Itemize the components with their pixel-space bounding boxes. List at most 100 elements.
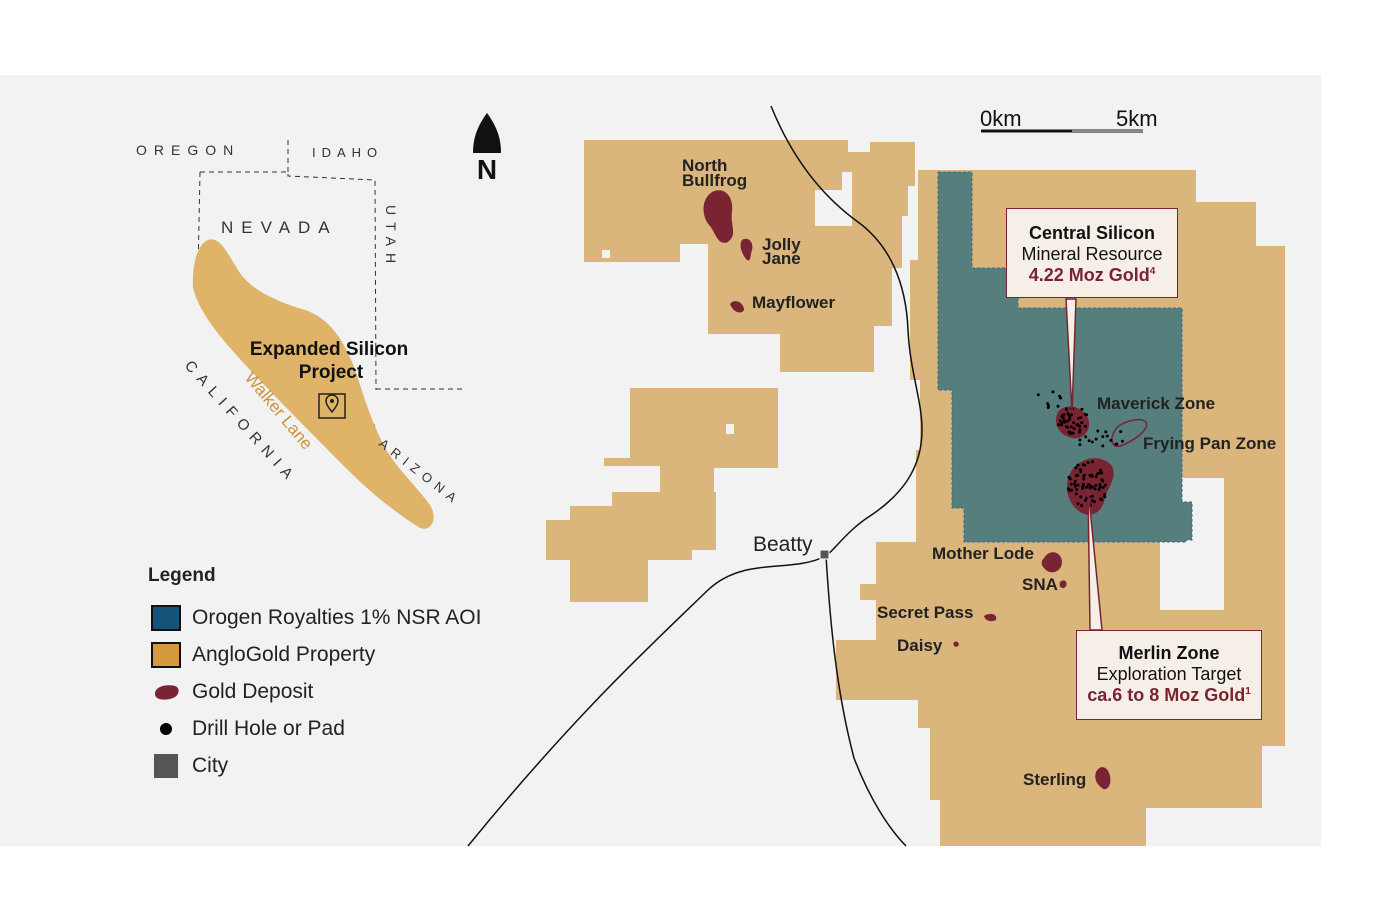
deposit-secret-pass <box>984 613 997 622</box>
drill-hole <box>1098 483 1102 487</box>
drill-hole <box>1098 471 1102 475</box>
drill-hole <box>1066 412 1070 415</box>
drill-hole <box>1114 442 1118 446</box>
drill-hole <box>1119 430 1123 434</box>
property-west-block-1 <box>604 388 778 492</box>
drill-hole <box>1073 479 1077 483</box>
label-mayflower: Mayflower <box>752 293 836 312</box>
drill-hole <box>1078 443 1082 447</box>
inset-map: OREGON IDAHO NEVADA UTAH CALIFORNIA ARIZ… <box>136 140 465 529</box>
drill-hole <box>1101 444 1105 448</box>
nevada-border <box>200 171 377 391</box>
deposit-mother-lode <box>1041 552 1062 573</box>
label-frying-pan: Frying Pan Zone <box>1143 434 1276 453</box>
drill-hole <box>1094 437 1098 441</box>
drill-hole <box>1099 468 1103 472</box>
drill-hole <box>1100 478 1104 482</box>
legend-item-aoi: Orogen Royalties 1% NSR AOI <box>148 599 481 636</box>
drill-hole <box>1101 435 1105 439</box>
drill-hole <box>1084 425 1087 428</box>
drill-hole <box>1090 473 1094 477</box>
drill-hole <box>1078 438 1082 442</box>
drill-hole <box>1076 473 1080 477</box>
drill-hole <box>1062 419 1066 423</box>
drill-hole <box>1056 423 1060 427</box>
drill-hole <box>1090 440 1094 444</box>
central-callout-value: 4.22 Moz Gold4 <box>1007 265 1177 286</box>
central-callout-title: Central Silicon <box>1028 223 1156 243</box>
drill-hole <box>1082 477 1086 481</box>
merlin-callout-title: Merlin Zone <box>1118 643 1220 663</box>
drill-hole <box>1073 484 1077 488</box>
blue-square-icon <box>151 604 181 631</box>
drill-hole <box>1065 407 1069 411</box>
deposit-blob-icon <box>155 684 179 700</box>
drill-hole <box>1036 393 1040 397</box>
property-west-block-2 <box>546 492 716 602</box>
deposit-sterling <box>1095 767 1111 790</box>
state-label-utah: UTAH <box>383 205 399 270</box>
drill-hole <box>1105 434 1109 438</box>
state-label-oregon: OREGON <box>136 142 240 158</box>
label-secret-pass: Secret Pass <box>877 603 973 622</box>
drill-hole <box>1067 487 1070 491</box>
drill-hole <box>1056 404 1060 408</box>
drill-hole <box>1104 430 1108 434</box>
label-north-bullfrog-1: North <box>682 156 727 175</box>
gold-square-icon <box>151 641 181 668</box>
drill-hole <box>1046 406 1050 409</box>
deposit-frying-pan <box>1111 418 1148 448</box>
drill-hole <box>1078 424 1082 428</box>
drill-hole <box>1071 431 1075 435</box>
drill-hole <box>1046 402 1050 406</box>
deposit-north-bullfrog <box>703 190 734 243</box>
label-maverick: Maverick Zone <box>1097 394 1215 413</box>
drill-hole <box>1072 421 1076 425</box>
drill-hole <box>1087 439 1091 443</box>
drill-hole <box>1059 396 1063 400</box>
drill-hole <box>1060 421 1064 425</box>
drill-hole <box>1096 429 1100 433</box>
drill-hole <box>1094 483 1098 487</box>
north-letter: N <box>477 154 497 185</box>
drill-hole <box>1069 425 1073 429</box>
road-southwest <box>467 555 827 847</box>
drill-hole <box>1078 428 1082 432</box>
drill-hole <box>1066 426 1070 429</box>
merlin-callout-note: 1 <box>1245 686 1251 697</box>
road-south <box>825 555 907 847</box>
legend-label-drill: Drill Hole or Pad <box>192 716 345 740</box>
drill-hole <box>1083 463 1087 467</box>
central-callout-subtitle: Mineral Resource <box>1021 244 1163 264</box>
legend-label-deposit: Gold Deposit <box>192 679 314 703</box>
drill-hole <box>1079 416 1083 420</box>
central-callout-leader <box>1065 298 1077 413</box>
drill-hole <box>1093 487 1097 491</box>
state-label-idaho: IDAHO <box>312 145 383 160</box>
deposit-daisy <box>953 641 959 647</box>
deposit-labels: North Bullfrog Jolly Jane Mayflower Mave… <box>682 156 1276 789</box>
roads <box>467 105 923 847</box>
merlin-callout-value: ca.6 to 8 Moz Gold1 <box>1077 685 1261 706</box>
dot-icon <box>160 722 172 735</box>
central-callout-value-text: 4.22 Moz Gold <box>1028 265 1150 285</box>
legend-item-property: AngloGold Property <box>148 636 481 673</box>
drill-hole <box>1083 412 1087 416</box>
drill-hole <box>1068 417 1072 421</box>
label-jolly-jane-1: Jolly <box>762 235 801 254</box>
city-marker <box>819 549 830 560</box>
legend-item-deposit: Gold Deposit <box>148 673 481 710</box>
label-north-bullfrog-2: Bullfrog <box>682 171 747 190</box>
label-jolly-jane-2: Jane <box>762 249 801 268</box>
drill-hole <box>1061 416 1065 420</box>
city-label-beatty: Beatty <box>753 533 813 556</box>
drill-hole <box>1088 473 1092 477</box>
label-mother-lode: Mother Lode <box>932 544 1034 563</box>
drill-hole <box>1093 500 1096 504</box>
drill-hole <box>1074 492 1078 496</box>
label-sterling: Sterling <box>1023 770 1086 789</box>
drill-hole <box>1069 482 1073 486</box>
central-silicon-callout: Central Silicon Mineral Resource 4.22 Mo… <box>1006 208 1178 298</box>
north-arrow-icon: N <box>473 113 501 185</box>
drill-hole <box>1079 470 1083 474</box>
